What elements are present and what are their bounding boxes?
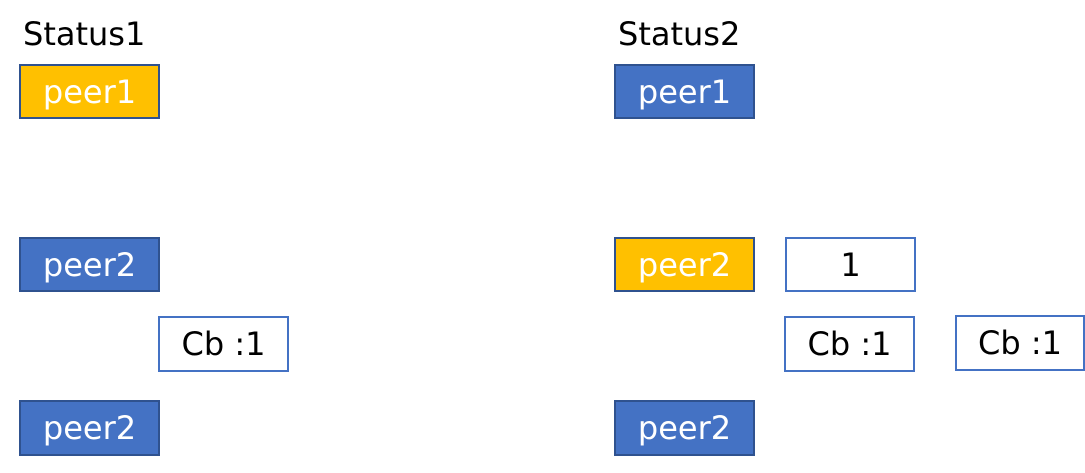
status1-peer1-box: peer1 [19, 64, 160, 119]
status2-title: Status2 [618, 15, 741, 53]
status1-callback-box: Cb :1 [158, 316, 289, 372]
status2-callback-left-box: Cb :1 [784, 316, 915, 372]
status2-callback-right-box: Cb :1 [955, 315, 1085, 371]
status2-value-box: 1 [785, 237, 916, 292]
status1-peer2-bottom-box: peer2 [19, 400, 160, 456]
status2-peer1-box: peer1 [614, 64, 755, 119]
status2-peer2-bottom-box: peer2 [614, 400, 755, 456]
status2-peer2-box: peer2 [614, 237, 755, 292]
status1-title: Status1 [23, 15, 146, 53]
status1-peer2-box: peer2 [19, 237, 160, 292]
